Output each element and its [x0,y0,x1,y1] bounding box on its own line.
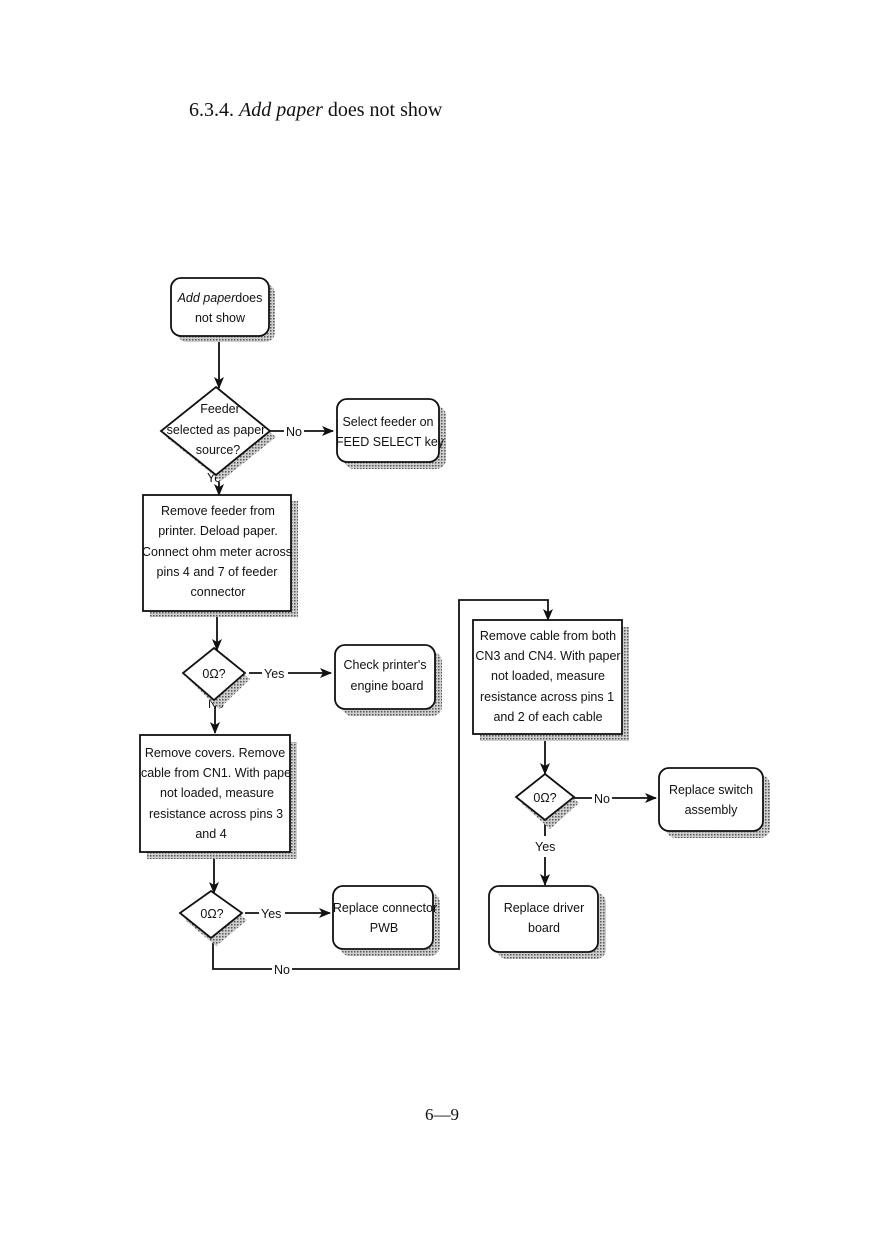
remove-covers-line5: and 4 [195,827,226,841]
label-ohm2-yes: Yes [261,907,281,921]
remove-feeder-line3: Connect ohm meter across [142,545,292,559]
replace-driver-line1: Replace driver [504,901,585,915]
remove-covers-line1: Remove covers. Remove [145,746,285,760]
section-title-rest: does not show [327,99,443,121]
remove-feeder-line2: printer. Deload paper. [158,524,278,538]
replace-connector-line1: Replace connector [333,901,437,915]
node-remove-covers: Remove covers. Remove cable from CN1. Wi… [139,734,297,859]
select-feeder-line1: Select feeder on [342,415,433,429]
node-replace-switch: Replace switch assembly [658,767,770,838]
remove-cable-line4: resistance across pins 1 [480,690,614,704]
ohm1-label: 0Ω? [202,667,225,681]
page-number: 6—9 [425,1105,459,1124]
label-ohm2-no: No [274,963,290,977]
remove-cable-line3: not loaded, measure [491,669,605,683]
start-line2: not show [195,311,246,325]
remove-cable-line1: Remove cable from both [480,629,616,643]
replace-switch-line1: Replace switch [669,783,753,797]
decision-ohm-3: 0Ω? [514,772,579,829]
edge-ohm2-no [212,599,553,970]
ohm3-label: 0Ω? [533,791,556,805]
remove-feeder-line1: Remove feeder from [161,504,275,518]
node-remove-cable: Remove cable from both CN3 and CN4. With… [472,619,629,741]
decision-feeder-selected: Feeder selected as paper source? [159,385,276,481]
remove-feeder-line4: pins 4 and 7 of feeder [157,565,278,579]
replace-connector-line2: PWB [370,921,398,935]
section-number: 6.3.4. [189,99,234,121]
remove-cable-line5: and 2 of each cable [493,710,602,724]
section-title-italic: Add paper [239,99,323,121]
node-check-engine: Check printer's engine board [334,644,442,716]
feeder-line1: Feeder [200,402,240,416]
start-italic: Add paper [177,291,237,305]
remove-covers-line3: not loaded, measure [160,786,274,800]
decision-ohm-1: 0Ω? [181,646,250,709]
label-ohm3-yes: Yes [535,840,555,854]
label-feeder-no: No [286,425,302,439]
replace-driver-line2: board [528,921,560,935]
replace-switch-line2: assembly [685,803,739,817]
node-remove-feeder: Remove feeder from printer. Deload paper… [142,494,298,617]
feeder-line2: selected as paper [167,423,266,437]
select-feeder-line2: FEED SELECT key [336,435,445,449]
remove-feeder-line5: connector [191,585,246,599]
feeder-line3: source? [196,443,241,457]
remove-cable-line2: CN3 and CN4. With paper [475,649,620,663]
node-select-feeder: Select feeder on FEED SELECT key [336,398,446,469]
section-heading: 6.3.4. Add paper does not show [189,99,442,122]
decision-ohm-2: 0Ω? [178,889,247,946]
remove-covers-line4: resistance across pins 3 [149,807,283,821]
label-ohm3-no: No [594,792,610,806]
label-ohm1-yes: Yes [264,667,284,681]
edge-labels: No Ye Yes No Yes No No Yes [207,423,612,977]
node-replace-connector: Replace connector PWB [332,885,440,956]
ohm2-label: 0Ω? [200,907,223,921]
check-engine-line1: Check printer's [344,658,427,672]
start-rest: does [235,291,262,305]
node-start: Add paperdoes not show [170,277,275,342]
check-engine-line2: engine board [351,679,424,693]
node-replace-driver: Replace driver board [488,885,606,959]
svg-text:Add paperdoes: Add paperdoes [177,291,263,305]
remove-covers-line2: cable from CN1. With pape [141,766,291,780]
